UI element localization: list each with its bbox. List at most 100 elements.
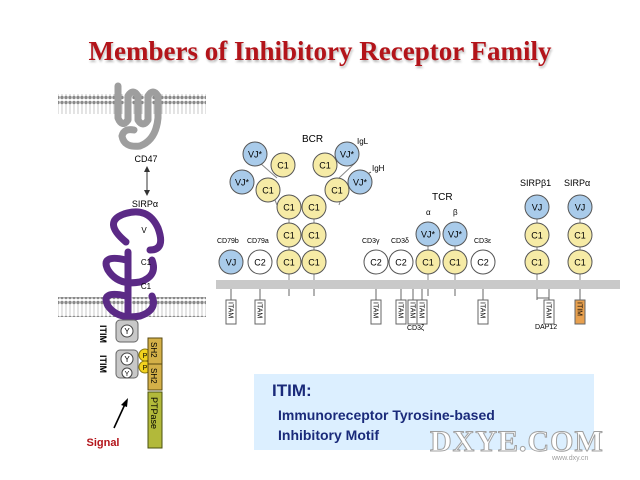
sirpa-label: SIRPα bbox=[132, 199, 158, 209]
sirpb1-label: SIRPβ1 bbox=[520, 178, 551, 188]
igl-label: IgL bbox=[357, 137, 369, 146]
sirpa-c1-domain-2: C1 bbox=[141, 282, 152, 291]
bcr-c1-heavy-right-2-domain: C1 bbox=[301, 222, 327, 248]
bcr-vj-left-1-domain: VJ* bbox=[242, 141, 268, 167]
tcr-alpha-vj-domain: VJ* bbox=[415, 221, 441, 247]
svg-text:C1: C1 bbox=[283, 258, 295, 268]
dap12-label: DAP12 bbox=[535, 324, 557, 331]
svg-text:C1: C1 bbox=[574, 231, 586, 241]
sirpa-right-vj-domain: VJ bbox=[567, 194, 593, 220]
itim-motif-upper: Y bbox=[115, 319, 139, 343]
sirpa-right-c1-1-domain: C1 bbox=[567, 222, 593, 248]
svg-text:C2: C2 bbox=[395, 258, 407, 268]
cd79b-label: CD79b bbox=[217, 238, 239, 245]
svg-text:Y: Y bbox=[124, 327, 130, 336]
sirpb1-c1-2-domain: C1 bbox=[524, 249, 550, 275]
cd3d-itam: ITAM bbox=[395, 289, 407, 325]
cd3d-c2-domain: C2 bbox=[388, 249, 414, 275]
bcr-c1-right-2-domain: C1 bbox=[324, 177, 350, 203]
cd3g-itam: ITAM bbox=[370, 289, 382, 325]
sirpa-molecule bbox=[102, 208, 165, 340]
bcr-vj-right-1-domain: VJ* bbox=[334, 141, 360, 167]
cd3e-c2-domain: C2 bbox=[470, 249, 496, 275]
svg-text:ITAM: ITAM bbox=[227, 302, 234, 318]
cd47-molecule bbox=[114, 82, 162, 150]
sh2-domain-2: SH2 bbox=[147, 363, 163, 391]
svg-text:VJ*: VJ* bbox=[235, 178, 250, 188]
svg-text:Y: Y bbox=[125, 371, 130, 378]
svg-text:VJ*: VJ* bbox=[340, 150, 355, 160]
itim-definition-line1: Immunoreceptor Tyrosine-based bbox=[278, 407, 495, 423]
svg-text:SH2: SH2 bbox=[149, 342, 158, 358]
bcr-c1-heavy-left-3-domain: C1 bbox=[276, 249, 302, 275]
bcr-c1-heavy-right-3-domain: C1 bbox=[301, 249, 327, 275]
svg-text:ITAM: ITAM bbox=[409, 302, 416, 318]
svg-text:C1: C1 bbox=[319, 161, 331, 171]
bcr-vj-right-2-domain: VJ* bbox=[347, 169, 373, 195]
itim-label-lower: ITIM bbox=[98, 355, 108, 373]
sh2-domain-1: SH2 bbox=[147, 337, 163, 365]
svg-text:C1: C1 bbox=[574, 258, 586, 268]
cd3g-label: CD3γ bbox=[362, 238, 380, 245]
cd79a-label: CD79a bbox=[247, 238, 269, 245]
sirpb1-vj-domain: VJ bbox=[524, 194, 550, 220]
cd3d-label: CD3δ bbox=[391, 238, 409, 245]
slide-title: Members of Inhibitory Receptor Family bbox=[88, 36, 552, 66]
svg-text:C1: C1 bbox=[277, 161, 289, 171]
watermark-sub: www.dxy.cn bbox=[552, 455, 589, 462]
svg-text:Y: Y bbox=[124, 355, 130, 364]
svg-text:PTPase: PTPase bbox=[149, 397, 159, 429]
svg-text:VJ*: VJ* bbox=[421, 230, 436, 240]
svg-text:C1: C1 bbox=[531, 258, 543, 268]
binding-arrow bbox=[144, 166, 150, 196]
itim-motif-lower: Y Y bbox=[115, 349, 139, 379]
svg-text:VJ: VJ bbox=[226, 258, 237, 268]
sirpa-c1-domain-1: C1 bbox=[141, 258, 152, 267]
watermark: DXYE.COM bbox=[430, 425, 604, 459]
bcr-c1-heavy-left-2-domain: C1 bbox=[276, 222, 302, 248]
cd3e-label: CD3ε bbox=[474, 238, 491, 245]
svg-text:SH2: SH2 bbox=[149, 368, 158, 384]
svg-text:C1: C1 bbox=[283, 231, 295, 241]
cd79b-itam: ITAM bbox=[225, 289, 237, 325]
svg-text:C1: C1 bbox=[531, 231, 543, 241]
tcr-beta-c1-domain: C1 bbox=[442, 249, 468, 275]
tcr-beta-label: β bbox=[453, 208, 458, 217]
bcr-vj-left-2-domain: VJ* bbox=[229, 169, 255, 195]
svg-text:C2: C2 bbox=[370, 258, 382, 268]
itim-definition-line2: Inhibitory Motif bbox=[278, 427, 380, 443]
bcr-label: BCR bbox=[302, 134, 323, 145]
tcr-beta-vj-domain: VJ* bbox=[442, 221, 468, 247]
membrane-bar bbox=[216, 280, 620, 289]
svg-text:C1: C1 bbox=[262, 186, 274, 196]
svg-text:VJ: VJ bbox=[575, 203, 586, 213]
sirpa-v-domain: V bbox=[141, 226, 147, 235]
cd47-label: CD47 bbox=[134, 154, 157, 164]
svg-text:VJ: VJ bbox=[532, 203, 543, 213]
svg-text:C1: C1 bbox=[422, 258, 434, 268]
svg-text:VJ*: VJ* bbox=[248, 150, 263, 160]
ptpase-domain: PTPase bbox=[147, 391, 163, 449]
bcr-c1-left-1-domain: C1 bbox=[270, 152, 296, 178]
svg-text:C2: C2 bbox=[254, 258, 266, 268]
svg-text:C1: C1 bbox=[308, 203, 320, 213]
cd79a-c2-domain: C2 bbox=[247, 249, 273, 275]
svg-text:C1: C1 bbox=[308, 231, 320, 241]
svg-text:ITAM: ITAM bbox=[256, 302, 263, 318]
sirpa-right-itim: ITIM bbox=[574, 289, 586, 325]
tcr-label: TCR bbox=[432, 192, 453, 203]
svg-text:ITAM: ITAM bbox=[418, 302, 425, 318]
tcr-alpha-c1-domain: C1 bbox=[415, 249, 441, 275]
svg-text:C1: C1 bbox=[308, 258, 320, 268]
svg-text:P: P bbox=[143, 353, 148, 360]
svg-text:VJ*: VJ* bbox=[353, 178, 368, 188]
itim-heading: ITIM: bbox=[272, 381, 312, 400]
igh-label: IgH bbox=[372, 164, 385, 173]
svg-text:ITAM: ITAM bbox=[397, 302, 404, 318]
svg-text:ITAM: ITAM bbox=[545, 302, 552, 318]
svg-text:VJ*: VJ* bbox=[448, 230, 463, 240]
itim-label-upper: ITIM bbox=[98, 325, 108, 343]
bcr-c1-heavy-left-1-domain: C1 bbox=[276, 194, 302, 220]
svg-text:ITAM: ITAM bbox=[372, 302, 379, 318]
